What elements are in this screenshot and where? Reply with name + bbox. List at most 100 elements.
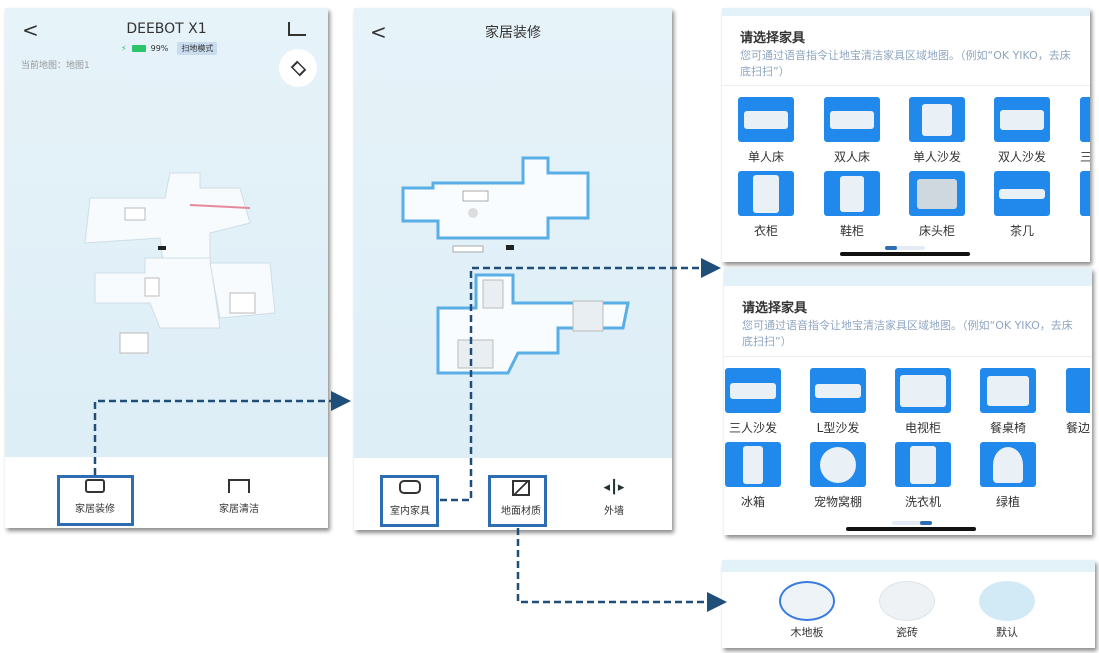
page-indicator	[892, 521, 932, 525]
page-title: 家居装修	[485, 25, 541, 41]
bottom-toolbar: 室内家具 地面材质 ◂┃▸ 外墙	[354, 458, 672, 530]
tool-exterior-wall[interactable]: ◂┃▸ 外墙	[584, 480, 644, 517]
floor-option-wood[interactable]	[779, 581, 835, 621]
robot-marker	[506, 245, 514, 250]
highlight-floor-material	[488, 475, 547, 527]
3d-map	[84, 172, 276, 354]
bed-model	[119, 332, 149, 354]
divider	[724, 356, 1092, 357]
three-seat-sofa-icon	[730, 382, 776, 399]
furniture-double-bed[interactable]: 双人床	[824, 97, 880, 165]
furniture-fridge[interactable]: 冰箱	[725, 442, 781, 510]
tool-home-cleaning[interactable]: 家居清洁	[201, 479, 277, 515]
page-indicator	[885, 246, 925, 250]
sofa-model	[144, 277, 160, 297]
tool-home-decor[interactable]: 家居装修	[57, 479, 133, 515]
furniture-washer[interactable]: 洗衣机	[895, 442, 951, 510]
l-sofa-icon	[815, 383, 861, 398]
bed-model	[229, 292, 256, 314]
furniture-single-bed[interactable]: 单人床	[738, 97, 794, 165]
furniture-sheet-page-1: 请选择家具 您可通过语音指令让地宝清洁家具区域地图。（例如“OK YIKO，去床…	[722, 8, 1090, 262]
wall-marker	[189, 204, 251, 209]
nightstand-icon	[917, 178, 957, 209]
floor-option-default[interactable]	[979, 581, 1035, 621]
bed-icon	[462, 190, 489, 202]
furniture-partial[interactable]: 三	[1080, 97, 1090, 165]
wall-icon: ◂┃▸	[603, 480, 625, 495]
floor-option-tile[interactable]	[879, 581, 935, 621]
tv-cabinet-icon	[900, 374, 946, 407]
furniture-shoe-cabinet[interactable]: 鞋柜	[824, 171, 880, 239]
sofa-icon	[399, 480, 421, 494]
map-strip	[724, 268, 1092, 286]
tool-indoor-furniture[interactable]: 室内家具	[380, 480, 440, 517]
tool-label: 地面材质	[501, 506, 541, 517]
arrow-to-floor-material	[516, 528, 727, 612]
furniture-dining-set[interactable]: 餐桌椅	[980, 368, 1036, 436]
furniture-pet-house[interactable]: 宠物窝棚	[810, 442, 866, 510]
floor-material-icon	[512, 480, 530, 496]
back-button[interactable]: <	[22, 18, 39, 42]
tool-label: 室内家具	[390, 506, 430, 517]
tool-label: 家居清洁	[219, 504, 259, 515]
furniture-coffee-table[interactable]: 茶几	[994, 171, 1050, 239]
washer-icon	[910, 445, 936, 484]
single-bed-icon	[744, 110, 788, 129]
battery-percent: 99%	[150, 44, 169, 53]
charging-icon: ⚡	[121, 44, 127, 53]
home-indicator	[840, 252, 970, 256]
sheet-title: 请选择家具	[740, 31, 806, 46]
tool-floor-material[interactable]: 地面材质	[491, 480, 551, 517]
furniture-tv-cabinet[interactable]: 电视柜	[895, 368, 951, 436]
back-button[interactable]: <	[370, 20, 387, 44]
furniture-partial[interactable]	[1080, 171, 1090, 216]
floor-option-label: 瓷砖	[896, 626, 918, 639]
coffee-table-icon	[999, 188, 1045, 199]
bed-model	[124, 207, 146, 221]
furniture-wardrobe[interactable]: 衣柜	[738, 171, 794, 239]
sheet-description: 您可通过语音指令让地宝清洁家具区域地图。（例如“OK YIKO，去床底扫扫”）	[742, 319, 1073, 348]
loveseat-icon	[1000, 109, 1044, 130]
highlight-home-decor	[57, 475, 134, 526]
divider	[722, 85, 1090, 86]
furniture-l-sofa[interactable]: L型沙发	[810, 368, 866, 436]
floor-option-label: 默认	[996, 626, 1018, 639]
armchair-icon	[922, 103, 952, 136]
furniture-three-seat-sofa[interactable]: 三人沙发	[725, 368, 781, 436]
furniture-nightstand[interactable]: 床头柜	[909, 171, 965, 239]
highlight-indoor-furniture	[380, 475, 439, 527]
furniture-plant[interactable]: 绿植	[980, 442, 1036, 510]
furniture-sideboard-partial[interactable]: 餐边	[1066, 368, 1090, 436]
home-indicator	[846, 527, 976, 531]
plant-icon	[993, 446, 1023, 483]
furniture-sheet-page-2: 请选择家具 您可通过语音指令让地宝清洁家具区域地图。（例如“OK YIKO，去床…	[724, 268, 1092, 535]
furniture-armchair[interactable]: 单人沙发	[909, 97, 965, 165]
sheet-description: 您可通过语音指令让地宝清洁家具区域地图。（例如“OK YIKO，去床底扫扫”）	[740, 49, 1071, 78]
robot-marker	[158, 246, 166, 250]
floor-material-panel: 木地板 瓷砖 默认	[722, 560, 1095, 648]
2d-floor-plan	[401, 156, 630, 375]
map-strip	[722, 8, 1090, 16]
layers-button[interactable]	[279, 49, 317, 87]
wardrobe-icon	[753, 174, 779, 213]
home-decor-icon	[85, 479, 105, 493]
double-bed-icon	[830, 110, 874, 129]
status-row: ⚡ 99% 扫地模式	[121, 42, 218, 55]
dining-set-icon	[987, 375, 1029, 406]
share-icon[interactable]	[288, 22, 306, 36]
furniture-loveseat[interactable]: 双人沙发	[994, 97, 1050, 165]
mode-badge: 扫地模式	[177, 42, 218, 55]
bed-icon	[457, 339, 494, 369]
shoe-cabinet-icon	[840, 175, 864, 212]
screen-home-map: < DEEBOT X1 ⚡ 99% 扫地模式 当前地图：地图1 家居装修 家居清…	[5, 8, 328, 528]
arrow-to-furniture	[440, 258, 721, 502]
device-title: DEEBOT X1	[126, 21, 207, 37]
tool-label: 家居装修	[75, 504, 115, 515]
current-map-label: 当前地图：地图1	[21, 61, 90, 71]
bed-icon	[572, 300, 604, 332]
map-strip	[722, 560, 1095, 572]
arrow-to-home-decor	[93, 391, 351, 475]
fridge-icon	[743, 445, 763, 484]
floor-option-label: 木地板	[790, 626, 824, 639]
